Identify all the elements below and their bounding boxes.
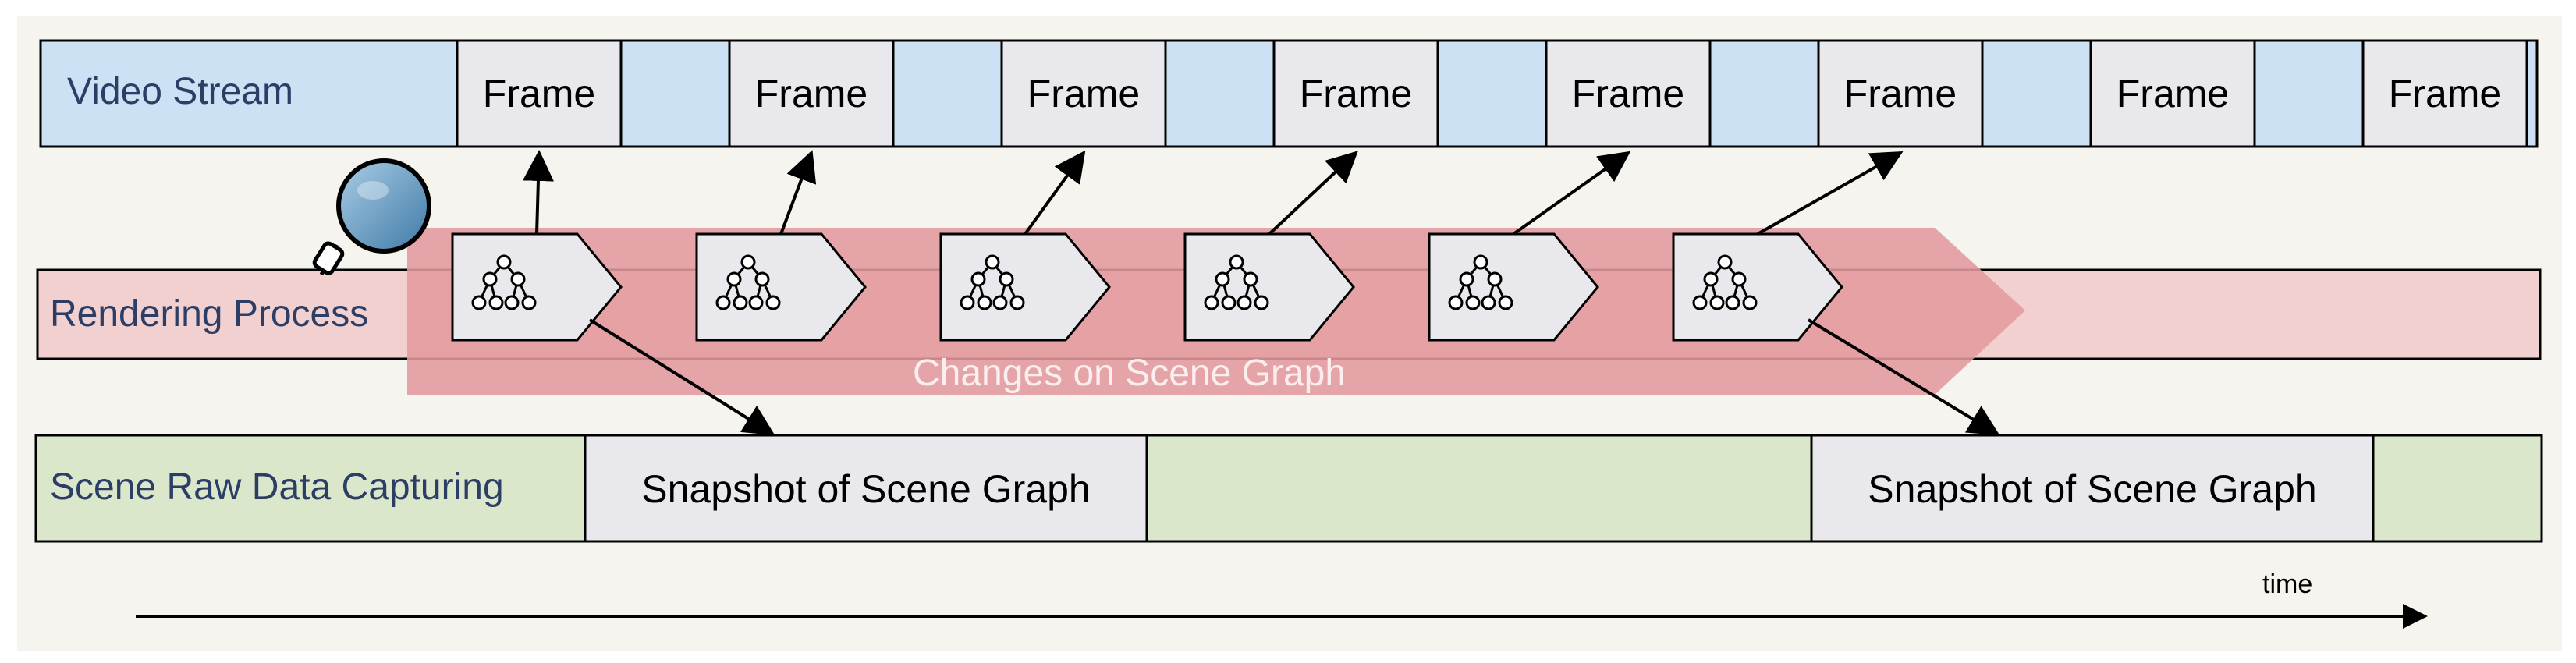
frame-box: Frame xyxy=(1545,39,1712,148)
snapshot-box: Snapshot of Scene Graph xyxy=(584,434,1148,543)
frame-label: Frame xyxy=(1300,72,1412,115)
render-to-frame-arrow xyxy=(1024,150,1086,236)
frames: Frame Frame Frame Frame Frame Frame Frame Frame xyxy=(456,39,2528,148)
render-to-frame-arrow xyxy=(1512,151,1631,236)
frame-box: Frame xyxy=(1272,39,1439,148)
time-label: time xyxy=(2262,569,2312,599)
scene-graph-state xyxy=(1183,232,1355,342)
frame-label: Frame xyxy=(1572,72,1684,115)
frame-label: Frame xyxy=(2389,72,2501,115)
frame-box: Frame xyxy=(1817,39,1984,148)
frame-box: Frame xyxy=(1000,39,1167,148)
snapshot-box: Snapshot of Scene Graph xyxy=(1810,434,2375,543)
render-to-frame-arrow xyxy=(1757,151,1904,236)
frame-label: Frame xyxy=(2117,72,2229,115)
snapshot-label: Snapshot of Scene Graph xyxy=(641,467,1090,511)
frame-label: Frame xyxy=(1027,72,1140,115)
arrows xyxy=(522,150,2000,436)
scene-capture-label: Scene Raw Data Capturing xyxy=(50,466,504,508)
scene-graph-state xyxy=(1672,232,1843,342)
render-to-frame-arrow xyxy=(779,150,817,235)
snapshot-label: Snapshot of Scene Graph xyxy=(1868,467,2316,511)
time-axis: time xyxy=(136,569,2428,629)
frame-box: Frame xyxy=(2361,39,2528,148)
frame-box: Frame xyxy=(2089,39,2256,148)
scene-graph-state xyxy=(939,232,1111,342)
render-to-frame-arrow xyxy=(522,150,554,235)
frame-box: Frame xyxy=(728,39,895,148)
magnifier-icon xyxy=(312,158,431,276)
changes-band-label: Changes on Scene Graph xyxy=(913,353,1346,394)
capture-arrow xyxy=(1807,318,2000,436)
scene-graph-state xyxy=(1428,232,1599,342)
frame-label: Frame xyxy=(755,72,868,115)
frame-label: Frame xyxy=(483,72,595,115)
scene-graph-states xyxy=(451,232,1843,342)
rendering-process-label: Rendering Process xyxy=(50,293,368,335)
capture-arrow xyxy=(588,318,775,436)
scene-graph-state xyxy=(451,232,623,342)
scene-graph-state xyxy=(695,232,867,342)
frame-label: Frame xyxy=(1844,72,1957,115)
render-to-frame-arrow xyxy=(1268,151,1358,236)
snapshots: Snapshot of Scene Graph Snapshot of Scene… xyxy=(584,434,2375,543)
video-stream-label: Video Stream xyxy=(67,71,293,112)
frame-box: Frame xyxy=(456,39,623,148)
